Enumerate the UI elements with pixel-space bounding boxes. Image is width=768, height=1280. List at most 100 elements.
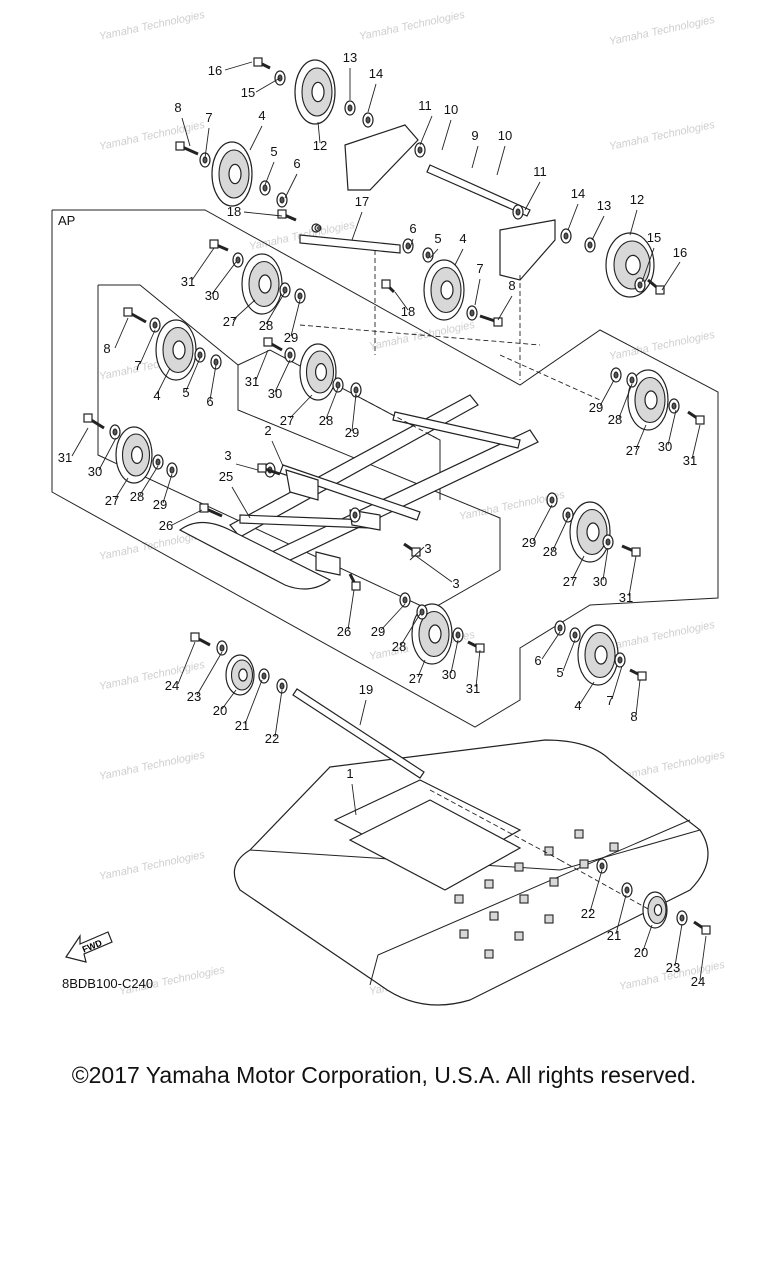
watermark: Yamaha Technologies bbox=[608, 619, 716, 653]
leader-line bbox=[409, 238, 414, 249]
bolt bbox=[253, 57, 271, 70]
callout-28: 28 bbox=[543, 544, 557, 559]
leader-line bbox=[255, 349, 269, 381]
idler-wheel bbox=[211, 141, 253, 207]
callout-13: 13 bbox=[343, 50, 357, 65]
watermark: Yamaha Technologies bbox=[608, 14, 716, 48]
washer bbox=[546, 492, 558, 508]
washer bbox=[402, 238, 414, 254]
callout-18: 18 bbox=[401, 304, 415, 319]
callout-30: 30 bbox=[593, 574, 607, 589]
leader-line bbox=[615, 894, 627, 935]
callout-15: 15 bbox=[241, 85, 255, 100]
track-lugs bbox=[454, 829, 619, 959]
hardware-parts bbox=[83, 57, 711, 935]
washer bbox=[569, 627, 581, 643]
leader-line bbox=[204, 127, 210, 159]
callout-3: 3 bbox=[452, 576, 459, 591]
callout-29: 29 bbox=[345, 425, 359, 440]
idler-wheel bbox=[569, 501, 611, 563]
callout-24: 24 bbox=[165, 678, 179, 693]
leader-line bbox=[409, 546, 425, 561]
callout-3: 3 bbox=[224, 448, 231, 463]
watermark: Yamaha Technologies bbox=[608, 329, 716, 363]
callout-18: 18 bbox=[227, 204, 241, 219]
idler-wheel bbox=[115, 426, 153, 484]
watermark: Yamaha Technologies bbox=[98, 749, 206, 783]
washer bbox=[610, 367, 622, 383]
washer bbox=[676, 910, 688, 926]
washer bbox=[216, 640, 228, 656]
washer bbox=[152, 454, 164, 470]
leader-line bbox=[171, 509, 203, 526]
leader-line bbox=[661, 261, 681, 291]
callout-28: 28 bbox=[608, 412, 622, 427]
leader-line bbox=[265, 291, 286, 325]
leader-line bbox=[243, 211, 283, 217]
callout-7: 7 bbox=[134, 358, 141, 373]
washer bbox=[362, 112, 374, 128]
leader-line bbox=[181, 117, 191, 147]
washer bbox=[166, 462, 178, 478]
leader-line bbox=[602, 547, 609, 581]
callout-26: 26 bbox=[337, 624, 351, 639]
callout-4: 4 bbox=[574, 698, 581, 713]
bolt bbox=[479, 314, 503, 327]
rear-axle-shaft bbox=[292, 688, 425, 779]
leader-line bbox=[562, 639, 576, 672]
callout-7: 7 bbox=[606, 693, 613, 708]
callout-28: 28 bbox=[319, 413, 333, 428]
idler-wheel bbox=[299, 343, 337, 401]
slide-rails bbox=[178, 394, 539, 590]
leader-line bbox=[400, 613, 421, 646]
leader-line bbox=[209, 364, 217, 401]
washer bbox=[584, 237, 596, 253]
callout-29: 29 bbox=[589, 400, 603, 415]
callout-8: 8 bbox=[174, 100, 181, 115]
bolt bbox=[199, 503, 223, 518]
leader-line bbox=[185, 357, 201, 392]
leader-line bbox=[571, 555, 585, 581]
copyright-notice: ©2017 Yamaha Motor Corporation, U.S.A. A… bbox=[71, 1062, 697, 1088]
callout-4: 4 bbox=[459, 231, 466, 246]
bolt bbox=[257, 463, 281, 476]
bolt bbox=[467, 640, 485, 653]
leader-line bbox=[114, 477, 129, 500]
leader-line bbox=[274, 359, 291, 393]
leader-line bbox=[635, 679, 641, 716]
callout-8: 8 bbox=[630, 709, 637, 724]
watermark: Yamaha Technologies bbox=[358, 9, 466, 43]
callout-20: 20 bbox=[634, 945, 648, 960]
washer bbox=[344, 100, 356, 116]
bolt bbox=[629, 668, 647, 681]
callout-4: 4 bbox=[153, 388, 160, 403]
callout-10: 10 bbox=[444, 102, 458, 117]
washer bbox=[614, 652, 626, 668]
callout-11: 11 bbox=[418, 98, 432, 113]
leader-line bbox=[317, 121, 321, 144]
leader-line bbox=[497, 295, 513, 321]
bolt bbox=[687, 410, 705, 425]
bolt bbox=[348, 573, 361, 591]
washer bbox=[554, 620, 566, 636]
bolt bbox=[123, 307, 147, 324]
callout-9: 9 bbox=[471, 128, 478, 143]
callout-30: 30 bbox=[205, 288, 219, 303]
callout-6: 6 bbox=[409, 221, 416, 236]
washer bbox=[210, 354, 222, 370]
callout-15: 15 bbox=[647, 230, 661, 245]
washer bbox=[466, 305, 478, 321]
callout-21: 21 bbox=[235, 718, 249, 733]
callout-27: 27 bbox=[626, 443, 640, 458]
watermark: Yamaha Technologies bbox=[98, 659, 206, 693]
leader-line bbox=[367, 83, 377, 113]
callout-16: 16 bbox=[208, 63, 222, 78]
leader-line bbox=[579, 681, 595, 705]
washer bbox=[109, 424, 121, 440]
leader-line bbox=[532, 504, 553, 542]
leader-line bbox=[552, 517, 569, 551]
callout-31: 31 bbox=[181, 274, 195, 289]
callout-27: 27 bbox=[105, 493, 119, 508]
callout-8: 8 bbox=[103, 341, 110, 356]
leader-line bbox=[628, 555, 637, 597]
